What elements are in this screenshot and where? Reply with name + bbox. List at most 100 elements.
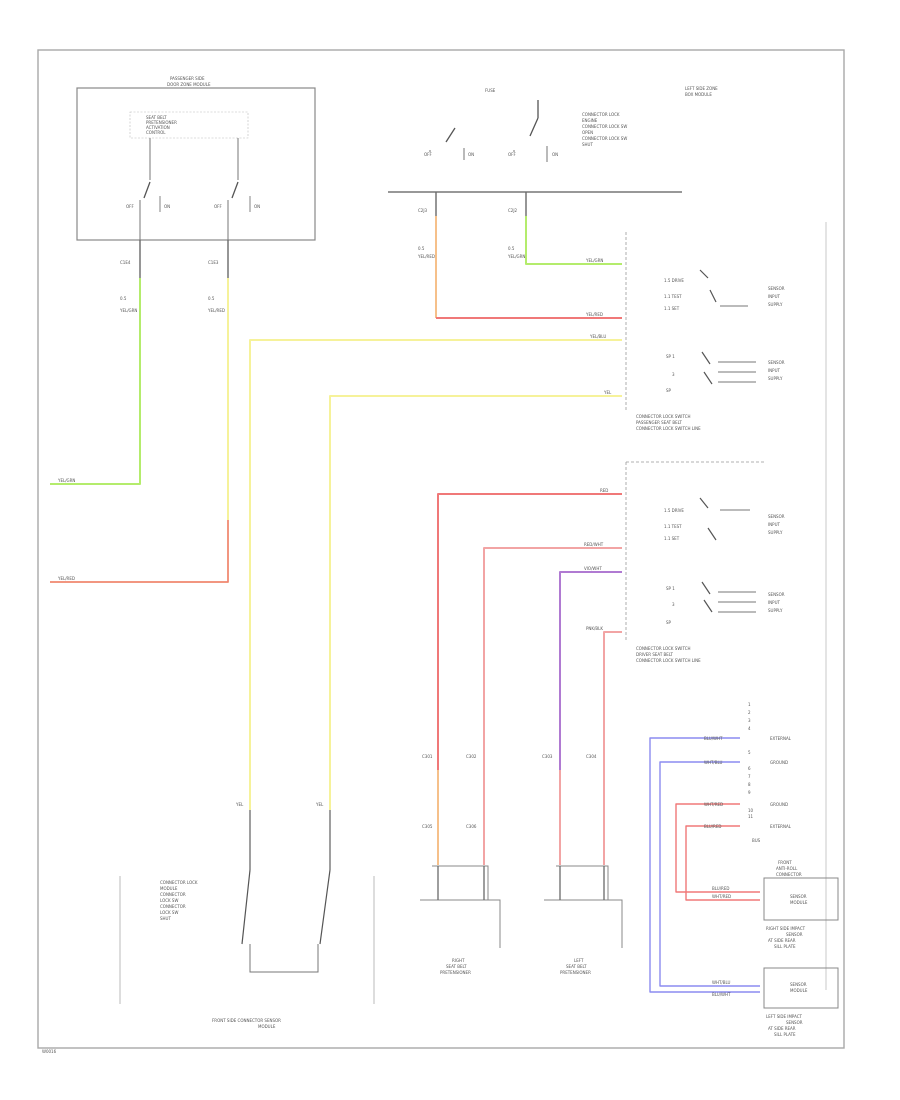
airbag-ext-1: EXTERNAL [770,736,792,741]
passenger-module-inner-4: CONTROL [146,130,166,135]
right-impact-sensor: FRONT ANTI-ROLL CONNECTOR SENSOR MODULE … [712,860,839,949]
upper-caption-1: CONNECTOR LOCK SWITCH [636,414,691,419]
conn-code-6: C306 [466,824,477,829]
upper-top-2: 1.1 TEST [664,294,682,299]
upper-top-1: 1.5 DRIVE [664,278,684,283]
impact-bot-caption-4: SILL PLATE [774,1032,796,1037]
wire-gauge-4: 0.5 [508,246,515,251]
impact-top-box-2: MODULE [790,900,808,905]
upper-out-1: SENSOR [768,286,785,291]
conn-code-2: C302 [466,754,477,759]
impact-top-wire-1: BLU/RED [712,886,729,891]
wire-br-1: BLU/RED [704,824,721,829]
lower-lock-switch: 1.5 DRIVE 1.1 TEST 1.1 SET SENSOR INPUT … [625,461,785,663]
label-yg-right: YEL/GRN [585,258,603,263]
left-pretensioner-2: SEAT BELT [566,964,587,969]
passenger-sw2-off: OFF [214,204,222,209]
left-impact-sensor: SENSOR MODULE WHT/BLU BLU/WHT LEFT SIDE … [712,967,839,1037]
upper-lock-switch: 1.5 DRIVE 1.1 TEST 1.1 SET SENSOR INPUT … [625,222,827,990]
passenger-module-title-1: PASSENGER SIDE [170,76,205,81]
upper-out2-3: SUPPLY [768,376,783,381]
conn-code-1: C301 [422,754,433,759]
fuse-block: FUSE LEFT SIDE ZONE BOX MODULE OFF ON OF… [388,86,718,259]
impact-top-header-1: FRONT [778,860,792,865]
right-pretensioner-2: SEAT BELT [446,964,467,969]
lower-out-1: SENSOR [768,514,785,519]
front-left-7: SHUT [160,916,171,921]
wire-yr-fuse: YEL/RED [417,254,435,259]
fuse-note-2: ENGINE [582,118,598,123]
diagram-frame [37,49,845,1049]
front-left-1: CONNECTOR LOCK [160,880,198,885]
right-pretensioner-3: PRETENSIONER [440,970,471,975]
impact-bot-box-1: SENSOR [790,982,807,987]
label-rw: RED/WHT [584,542,604,547]
passenger-sw1-off: OFF [126,204,134,209]
lower-out2-1: SENSOR [768,592,785,597]
wire-yg-vert: YEL/GRN [119,308,137,313]
fuse-sw1-on: ON [468,152,474,157]
label-pb: PNK/BLK [586,626,603,631]
lower-caption-1: CONNECTOR LOCK SWITCH [636,646,691,651]
fuse-sw1-off: OFF [424,152,432,157]
wire-gauge-2: 0.5 [208,296,215,301]
conn-code-5: C305 [422,824,433,829]
airbag-gnd-1: GROUND [770,760,788,765]
right-pretensioner-1: RIGHT [452,958,465,963]
yel-label-b: YEL [315,802,324,807]
impact-bot-caption-2: SENSOR [786,1020,803,1025]
impact-top-header-2: ANTI-ROLL [776,866,798,871]
fuse-note-3: CONNECTOR LOCK SW [582,124,627,129]
label-yr-left: YEL/RED [57,576,75,581]
front-caption-1: FRONT SIDE CONNECTOR SENSOR [212,1018,281,1023]
impact-top-caption-4: SILL PLATE [774,944,796,949]
fuse-header-2: BOX MODULE [685,92,712,97]
airbag-pin-2: 2 [748,710,751,715]
impact-top-box-1: SENSOR [790,894,807,899]
fuse-header-1: LEFT SIDE ZONE [685,86,718,91]
airbag-pin-7: 7 [748,774,751,779]
airbag-pin-10: 10 [748,808,754,813]
airbag-ext-2: EXTERNAL [770,824,792,829]
upper-out-3: SUPPLY [768,302,783,307]
upper-low-3: SP [666,388,672,393]
airbag-pin-4: 4 [748,726,751,731]
impact-bot-caption-1: LEFT SIDE IMPACT [766,1014,803,1019]
fuse-sw2-on: ON [552,152,558,157]
conn-code-3: C303 [542,754,553,759]
front-caption-2: MODULE [258,1024,276,1029]
page-code: W0016 [42,1049,57,1054]
front-left-6: LOCK SW [160,910,178,915]
airbag-pin-9: 9 [748,790,751,795]
airbag-pin-6: 6 [748,766,751,771]
airbag-gnd-2: GROUND [770,802,788,807]
wire-wr-1: WHT/RED [704,802,723,807]
wire-gauge-1: 0.5 [120,296,127,301]
label-yel: YEL [603,390,612,395]
upper-top-3: 1.1 SET [664,306,680,311]
left-pretensioner-3: PRETENSIONER [560,970,591,975]
passenger-module-inner-1: SEAT BELT [146,115,167,120]
front-left-5: CONNECTOR [160,904,186,909]
fuse-pin-b: C2J2 [508,208,518,213]
fuse-pin-a: C2J3 [418,208,428,213]
upper-low-1: SP 1 [666,354,675,359]
lower-top-1: 1.5 DRIVE [664,508,684,513]
impact-bot-wire-2: BLU/WHT [712,992,731,997]
label-vw: VIO/WHT [584,566,602,571]
lower-caption-2: DRIVER SEAT BELT [636,652,674,657]
lower-out-2: INPUT [768,522,781,527]
airbag-pin-11: 11 [748,814,754,819]
impact-top-header-3: CONNECTOR [776,872,802,877]
impact-top-caption-2: SENSOR [786,932,803,937]
passenger-sw2-on: ON [254,204,260,209]
label-yb: YEL/BLU [589,334,606,339]
fuse-note-5: CONNECTOR LOCK SW [582,136,627,141]
fuse-note-1: CONNECTOR LOCK [582,112,620,117]
airbag-pin-3: 3 [748,718,751,723]
label-red: RED [600,488,608,493]
front-left-2: MODULE [160,886,178,891]
impact-top-caption-1: RIGHT SIDE IMPACT [766,926,806,931]
lower-low-1: SP 1 [666,586,675,591]
conn-code-4: C304 [586,754,597,759]
